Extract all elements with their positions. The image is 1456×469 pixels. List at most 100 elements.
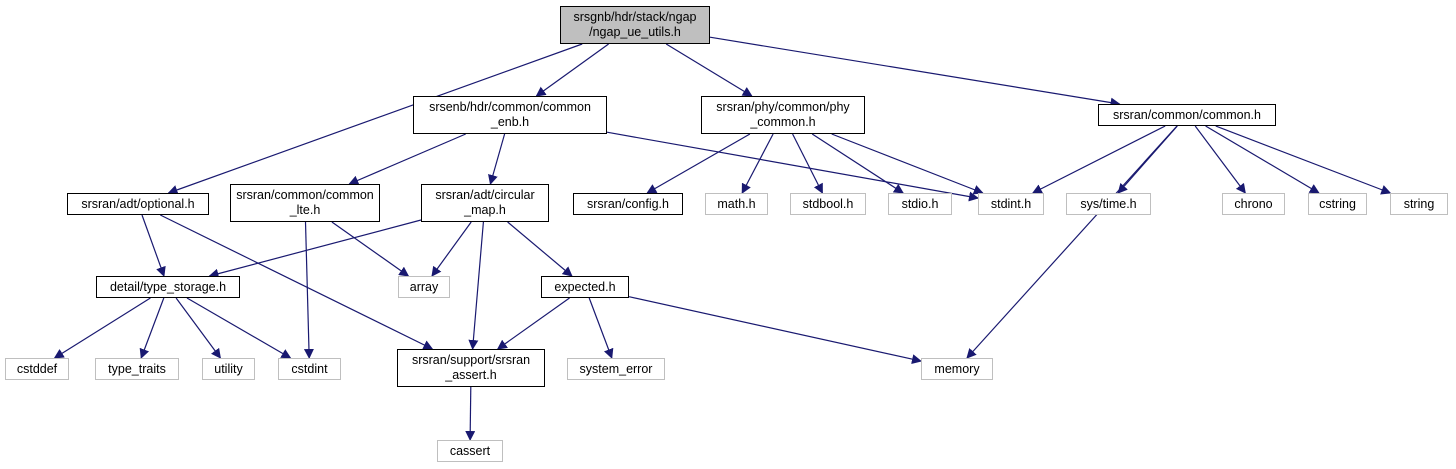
edge-type-storage-to-cstddef — [53, 297, 151, 359]
edge-expected-to-memory — [628, 296, 922, 365]
edge-common-enb-to-stdint-h — [606, 131, 979, 202]
node-label: stdbool.h — [803, 197, 854, 212]
node-srsran-assert[interactable]: srsran/support/srsran_assert.h — [397, 349, 545, 387]
node-label: array — [410, 280, 438, 295]
node-label: stdint.h — [991, 197, 1031, 212]
node-label-line: memory — [934, 361, 980, 376]
edge-common-h-to-memory — [966, 125, 1178, 359]
node-label-line: srsran/phy/common/phy — [716, 100, 850, 114]
node-cstring[interactable]: cstring — [1308, 193, 1367, 215]
node-label-line: cassert — [449, 443, 491, 458]
edge-circular-map-to-srsran-assert — [468, 221, 484, 350]
node-chrono[interactable]: chrono — [1222, 193, 1285, 215]
node-label-line: expected.h — [554, 279, 616, 294]
edge-optional-to-type-storage — [141, 214, 166, 277]
node-label-line: system_error — [579, 361, 653, 376]
node-label: utility — [214, 362, 242, 377]
node-stdbool[interactable]: stdbool.h — [790, 193, 866, 215]
node-label: srsran/common/common_lte.h — [236, 188, 374, 218]
node-label-line: _enb.h — [490, 115, 530, 129]
edge-phy-common-to-stdbool — [792, 133, 823, 194]
node-systime[interactable]: sys/time.h — [1066, 193, 1151, 215]
node-label-line: sys/time.h — [1080, 196, 1137, 211]
node-common-h[interactable]: srsran/common/common.h — [1098, 104, 1276, 126]
node-label-line: stdio.h — [901, 196, 939, 211]
node-optional[interactable]: srsran/adt/optional.h — [67, 193, 209, 215]
node-string[interactable]: string — [1390, 193, 1448, 215]
edge-common-h-to-cstring — [1205, 125, 1320, 194]
node-label: sys/time.h — [1080, 197, 1136, 212]
edge-expected-to-system-error — [588, 297, 614, 359]
node-label: srsran/config.h — [587, 197, 669, 212]
node-array[interactable]: array — [398, 276, 450, 298]
node-label-line: stdint.h — [990, 196, 1032, 211]
node-label: srsenb/hdr/common/common_enb.h — [429, 100, 591, 130]
edge-type-storage-to-utility — [175, 297, 221, 359]
node-label-line: cstring — [1319, 196, 1356, 211]
node-label-line: string — [1403, 196, 1435, 211]
node-label-line: array — [409, 279, 439, 294]
node-label: expected.h — [554, 280, 615, 295]
node-label-line: _map.h — [464, 203, 506, 217]
node-label-line: chrono — [1234, 196, 1273, 211]
node-label-line: stdbool.h — [802, 196, 854, 211]
node-label: chrono — [1234, 197, 1272, 212]
node-common-enb[interactable]: srsenb/hdr/common/common_enb.h — [413, 96, 607, 134]
node-label: stdio.h — [902, 197, 939, 212]
node-stdio[interactable]: stdio.h — [888, 193, 952, 215]
node-label-line: srsran/common/common — [236, 188, 374, 202]
edge-common-lte-to-array — [331, 221, 410, 277]
node-label: srsran/support/srsran_assert.h — [412, 353, 530, 383]
node-memory[interactable]: memory — [921, 358, 993, 380]
edge-type-storage-to-cstdint — [186, 297, 292, 359]
node-cassert[interactable]: cassert — [437, 440, 503, 462]
node-label: srsran/adt/circular_map.h — [435, 188, 534, 218]
node-circular-map[interactable]: srsran/adt/circular_map.h — [421, 184, 549, 222]
edge-ngap-ue-utils-to-optional — [167, 43, 583, 195]
node-label: cstdint — [291, 362, 327, 377]
node-label-line: _assert.h — [445, 368, 497, 382]
node-label-line: srsran/support/srsran — [411, 353, 531, 367]
node-label: string — [1404, 197, 1435, 212]
node-label: srsran/adt/optional.h — [81, 197, 194, 212]
edge-phy-common-to-stdio — [811, 133, 904, 194]
node-label: cstddef — [17, 362, 57, 377]
node-label: system_error — [580, 362, 653, 377]
node-label: srsran/common/common.h — [1113, 108, 1261, 123]
node-type-traits[interactable]: type_traits — [95, 358, 179, 380]
node-label-line: type_traits — [108, 361, 166, 376]
node-type-storage[interactable]: detail/type_storage.h — [96, 276, 240, 298]
node-label-line: cstddef — [16, 361, 58, 376]
node-label: detail/type_storage.h — [110, 280, 226, 295]
node-label: type_traits — [108, 362, 166, 377]
node-label-line: srsran/common/common.h — [1113, 107, 1261, 122]
node-label: math.h — [717, 197, 755, 212]
node-cstdint[interactable]: cstdint — [278, 358, 341, 380]
node-system-error[interactable]: system_error — [567, 358, 665, 380]
node-cstddef[interactable]: cstddef — [5, 358, 69, 380]
node-math[interactable]: math.h — [705, 193, 768, 215]
node-label: cstring — [1319, 197, 1356, 212]
edge-common-h-to-string — [1215, 125, 1392, 195]
node-ngap-ue-utils[interactable]: srsgnb/hdr/stack/ngap/ngap_ue_utils.h — [560, 6, 710, 44]
node-label-line: srsran/config.h — [587, 196, 669, 211]
edge-ngap-ue-utils-to-phy-common — [665, 43, 753, 97]
node-label-line: math.h — [717, 196, 756, 211]
node-label: srsgnb/hdr/stack/ngap/ngap_ue_utils.h — [574, 10, 697, 40]
node-utility[interactable]: utility — [202, 358, 255, 380]
edge-phy-common-to-config — [646, 133, 751, 194]
node-label-line: _lte.h — [289, 203, 321, 217]
node-label: cassert — [450, 444, 490, 459]
edge-circular-map-to-array — [431, 221, 472, 277]
node-config[interactable]: srsran/config.h — [573, 193, 683, 215]
edge-ngap-ue-utils-to-common-h — [709, 36, 1121, 108]
node-phy-common[interactable]: srsran/phy/common/phy_common.h — [701, 96, 865, 134]
edge-common-h-to-stdint-h — [1031, 125, 1166, 194]
node-label: memory — [934, 362, 979, 377]
node-stdint-h[interactable]: stdint.h — [978, 193, 1044, 215]
node-common-lte[interactable]: srsran/common/common_lte.h — [230, 184, 380, 222]
node-expected[interactable]: expected.h — [541, 276, 629, 298]
node-label-line: _common.h — [750, 115, 816, 129]
